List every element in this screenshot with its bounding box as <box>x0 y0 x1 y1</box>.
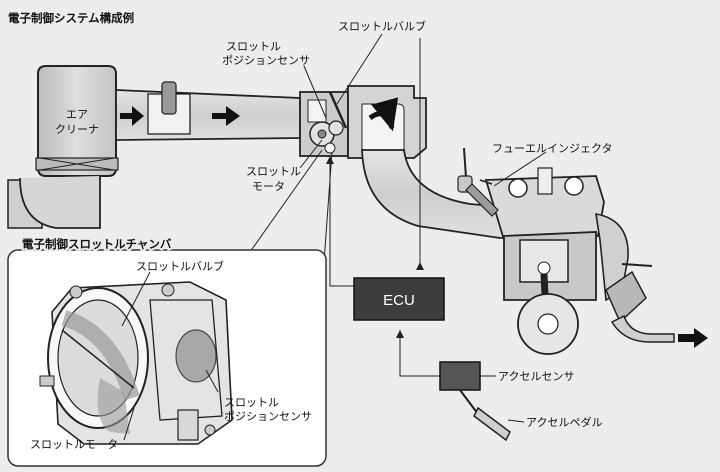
fuel-injector <box>457 147 499 217</box>
inset-label-motor: スロットルモータ <box>30 438 118 451</box>
label-accel-sensor: アクセルセンサ <box>498 370 574 383</box>
throttle-body <box>299 91 349 157</box>
inset-label-tps-line1: スロットル <box>224 396 279 409</box>
label-motor-line1: スロットル <box>246 165 301 178</box>
accel-pedal-shape <box>473 406 511 442</box>
inset-connector-right <box>323 151 333 263</box>
ecu-box: ECU <box>353 277 445 321</box>
air-cleaner-label-1: エア <box>66 108 88 121</box>
inset-label-valve: スロットルバルブ <box>136 259 224 273</box>
accelerator-assembly <box>439 361 525 442</box>
air-cleaner: エア クリーナ <box>7 65 119 229</box>
label-motor-line2: モータ <box>252 180 285 193</box>
inset-connector-left <box>249 149 323 253</box>
airflow-arrow-1 <box>120 106 144 126</box>
inset-title: 電子制御スロットルチャンバ <box>22 237 172 251</box>
inset-leader-lines <box>121 271 219 441</box>
intake-pipe <box>115 81 301 141</box>
ecu-label: ECU <box>383 292 415 309</box>
air-cleaner-label-2: クリーナ <box>55 123 99 136</box>
leader-lines <box>299 33 547 377</box>
label-fuel-injector: フューエルインジェクタ <box>492 142 613 155</box>
accel-sensor-box <box>439 361 481 391</box>
label-tps-line1: スロットル <box>226 40 281 53</box>
engine <box>484 167 629 355</box>
exhaust <box>605 263 708 348</box>
throttle-chamber-inset: 電子制御スロットルチャンバ スロットルバルブ スロットル ポジションセンサ スロ… <box>7 235 327 467</box>
airflow-arrow-2 <box>212 106 240 126</box>
ecu-input-arrowhead <box>416 262 424 270</box>
diagram-title: 電子制御システム構成例 <box>8 11 134 25</box>
motor-output-arrowhead <box>326 156 334 164</box>
inset-label-tps-line2: ポジションセンサ <box>224 410 312 423</box>
accel-signal-arrowhead <box>396 330 404 338</box>
exhaust-arrow <box>678 328 708 348</box>
throttle-chamber-drawing <box>39 281 233 445</box>
label-accel-pedal: アクセルペダル <box>526 415 602 429</box>
label-throttle-valve: スロットルバルブ <box>338 19 426 33</box>
label-tps-line2: ポジションセンサ <box>222 54 310 67</box>
